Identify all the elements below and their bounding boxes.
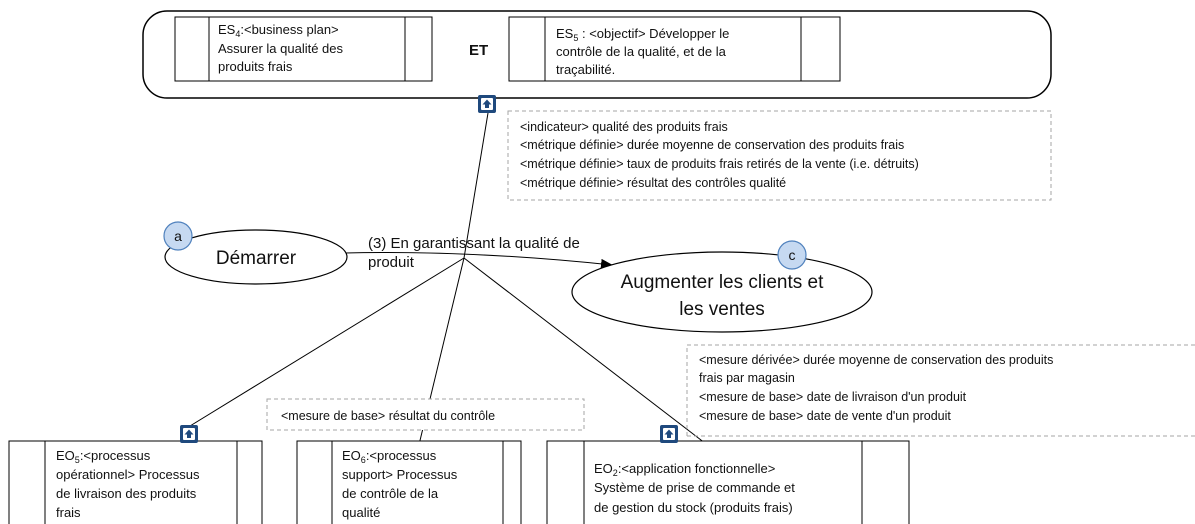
es5-goal-box[interactable]: ES5 : <objectif> Développer le contrôle …	[508, 16, 841, 82]
link-line-eo2	[463, 257, 715, 451]
intention-start-label: Démarrer	[216, 248, 297, 269]
up-arrow-icon[interactable]	[180, 425, 198, 443]
es4-line-1: ES4:<business plan>	[218, 22, 339, 39]
indicator-note: <indicateur> qualité des produits frais …	[507, 110, 1052, 201]
measure-base-note-text: <mesure de base> résultat du contrôle	[281, 409, 495, 423]
strategy-label-line-1: (3) En garantissant la qualité de	[368, 235, 580, 252]
up-arrow-icon[interactable]	[660, 425, 678, 443]
eo2-element-box[interactable]: EO2:<application fonctionnelle> Système …	[546, 440, 910, 524]
strategy-label-line-2: produit	[368, 254, 415, 271]
badge-c: c	[777, 240, 807, 270]
eo5-line-4: frais	[56, 505, 81, 520]
measure-note-line-4: <mesure de base> date de vente d'un prod…	[699, 409, 951, 423]
eo6-line-2: support> Processus	[342, 467, 458, 482]
es4-line-2: Assurer la qualité des	[218, 41, 344, 56]
intention-target-line-1: Augmenter les clients et	[621, 272, 824, 293]
indicator-line-3: <métrique définie> taux de produits frai…	[520, 157, 919, 171]
eo2-line-3: de gestion du stock (produits frais)	[594, 500, 793, 515]
measure-note-line-2: frais par magasin	[699, 371, 795, 385]
eo6-line-4: qualité	[342, 505, 380, 520]
indicator-line-1: <indicateur> qualité des produits frais	[520, 120, 728, 134]
strategy-arrow[interactable]	[344, 252, 613, 269]
indicator-line-2: <métrique définie> durée moyenne de cons…	[520, 138, 904, 152]
measure-note: <mesure dérivée> durée moyenne de conser…	[686, 344, 1195, 437]
es4-goal-box[interactable]: ES4:<business plan> Assurer la qualité d…	[174, 16, 433, 82]
up-arrow-icon[interactable]	[478, 95, 496, 113]
indicator-line-4: <métrique définie> résultat des contrôle…	[520, 176, 786, 190]
intention-target-line-2: les ventes	[679, 299, 765, 320]
eo6-line-3: de contrôle de la	[342, 486, 439, 501]
badge-c-label: c	[789, 247, 796, 263]
eo2-line-1: EO2:<application fonctionnelle>	[594, 461, 775, 478]
measure-note-line-1: <mesure dérivée> durée moyenne de conser…	[699, 353, 1053, 367]
es5-line-2: contrôle de la qualité, et de la	[556, 44, 727, 59]
eo5-line-2: opérationnel> Processus	[56, 467, 200, 482]
badge-a-label: a	[174, 228, 182, 244]
eo2-line-2: Système de prise de commande et	[594, 480, 795, 495]
link-line-goal	[463, 112, 489, 259]
eo6-line-1: EO6:<processus	[342, 448, 437, 465]
eo5-line-1: EO5:<processus	[56, 448, 151, 465]
eo5-element-box[interactable]: EO5:<processus opérationnel> Processus d…	[8, 440, 263, 524]
eo5-line-3: de livraison des produits	[56, 486, 197, 501]
es4-line-3: produits frais	[218, 59, 293, 74]
es5-line-1: ES5 : <objectif> Développer le	[556, 26, 729, 43]
es5-line-3: traçabilité.	[556, 62, 615, 77]
intention-start[interactable]: Démarrer	[164, 229, 348, 285]
measure-note-line-3: <mesure de base> date de livraison d'un …	[699, 390, 967, 404]
and-label: ET	[469, 42, 488, 59]
link-line-eo5	[189, 257, 465, 427]
eo6-element-box[interactable]: EO6:<processus support> Processus de con…	[296, 440, 522, 524]
intention-target[interactable]: Augmenter les clients et les ventes	[571, 251, 873, 333]
badge-a: a	[163, 221, 193, 251]
measure-base-note: <mesure de base> résultat du contrôle	[266, 398, 585, 431]
